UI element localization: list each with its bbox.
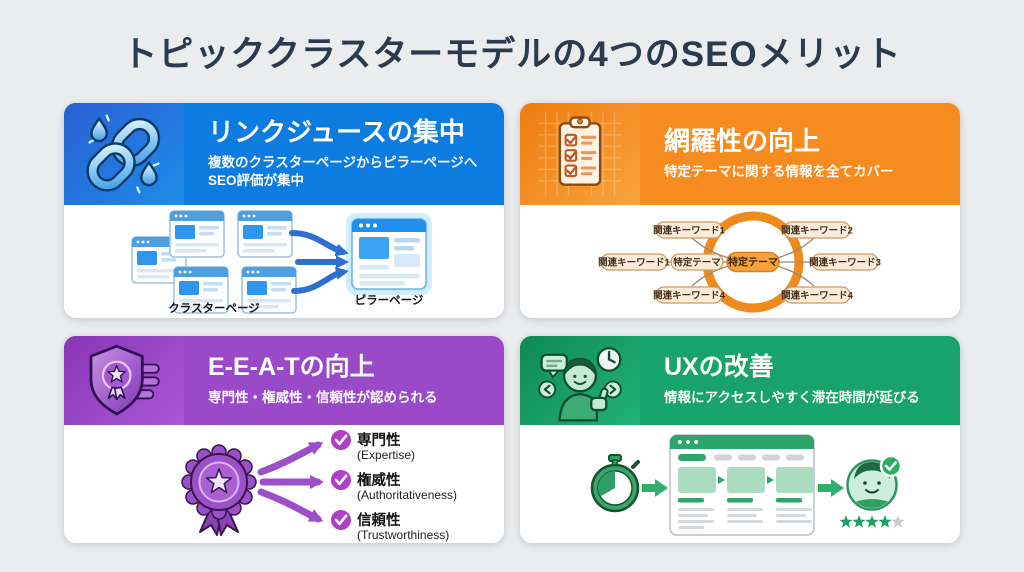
card-ux-header: UXの改善 情報にアクセスしやすく滞在時間が延びる — [520, 336, 960, 425]
shield-award-badge-icon — [64, 336, 184, 425]
page-title: トピッククラスターモデルの4つのSEOメリット — [122, 35, 902, 74]
keyword-nodes: 関連キーワード1 関連キーワード2 関連キーワード1 関連キーワード3 関連キー… — [598, 221, 881, 304]
svg-text:専門性: 専門性 — [357, 431, 401, 449]
card-coverage: 網羅性の向上 特定テーマに関する情報を全てカバー 関連キーワード1 — [520, 103, 960, 318]
card-coverage-header: 網羅性の向上 特定テーマに関する情報を全てカバー — [520, 103, 960, 205]
card-ux-title: UXの改善 — [664, 353, 774, 382]
award-ribbon-badge — [181, 444, 257, 536]
check-icon — [334, 434, 348, 446]
card-coverage-title: 網羅性の向上 — [664, 126, 821, 157]
link-flow-arrows — [289, 230, 349, 294]
check-icon — [334, 514, 348, 526]
check-icon — [334, 474, 348, 486]
card-coverage-subtitle: 特定テーマに関する情報を全てカバー — [664, 163, 894, 179]
chevron-left-icon — [538, 380, 557, 398]
card-eeat-header: E-E-A-Tの向上 専門性・権威性・信頼性が認められる — [64, 336, 504, 425]
link-juice-diagram: クラスターページ ピラーページ — [64, 205, 504, 318]
svg-text:(Trustworthiness): (Trustworthiness) — [357, 528, 449, 542]
pillar-page-label: ピラーページ — [355, 294, 424, 307]
cluster-pages-label: クラスターページ — [168, 301, 260, 315]
card-link-juice-subtitle: 複数のクラスターページからピラーページへSEO評価が集中 — [208, 154, 478, 188]
ux-diagram — [520, 425, 960, 543]
stopwatch-icon — [590, 454, 640, 513]
card-ux-subtitle: 情報にアクセスしやすく滞在時間が延びる — [664, 389, 920, 405]
card-eeat-title: E-E-A-Tの向上 — [208, 353, 375, 382]
svg-text:特定テーマ: 特定テーマ — [728, 256, 778, 269]
keyword-node: 関連キーワード3 — [809, 257, 881, 269]
eeat-arrows — [257, 441, 324, 523]
svg-text:(Expertise): (Expertise) — [357, 448, 415, 462]
eeat-item-trustworthiness: 信頼性 (Trustworthiness) — [331, 510, 449, 542]
card-ux: UXの改善 情報にアクセスしやすく滞在時間が延びる — [520, 336, 960, 543]
speech-bubble-icon — [540, 353, 569, 379]
eeat-item-expertise: 専門性 (Expertise) — [331, 430, 415, 462]
keyword-node: 関連キーワード2 — [781, 225, 853, 237]
flow-arrow — [642, 479, 668, 497]
cluster-page-windows — [131, 210, 297, 314]
svg-text:信頼性: 信頼性 — [357, 511, 401, 529]
eeat-diagram: 専門性 (Expertise) 権威性 (Authoritativeness) … — [64, 425, 504, 543]
check-badge-icon — [879, 454, 903, 478]
keyword-node: 関連キーワード4 — [781, 290, 854, 302]
coverage-diagram: 関連キーワード1 関連キーワード2 関連キーワード1 関連キーワード3 関連キー… — [520, 205, 960, 318]
keyword-node: 関連キーワード1 — [598, 257, 671, 269]
star-rating — [839, 515, 905, 528]
happy-user-thumbs-up-icon — [520, 336, 640, 425]
svg-text:特定テーマ: 特定テーマ — [673, 257, 721, 269]
card-eeat: E-E-A-Tの向上 専門性・権威性・信頼性が認められる — [64, 336, 504, 543]
card-link-juice-title: リンクジュースの集中 — [208, 116, 465, 147]
eeat-item-authoritativeness: 権威性 (Authoritativeness) — [331, 470, 457, 502]
svg-text:(Authoritativeness): (Authoritativeness) — [357, 488, 457, 502]
theme-node-secondary: 特定テーマ — [670, 253, 724, 271]
theme-node-center: 特定テーマ — [726, 251, 780, 273]
card-link-juice-header: リンクジュースの集中 複数のクラスターページからピラーページへSEO評価が集中 — [64, 103, 504, 205]
browser-window — [669, 434, 815, 536]
chain-link-water-drops-icon — [64, 103, 184, 205]
satisfied-user-avatar — [846, 454, 903, 511]
flow-arrow — [818, 479, 844, 497]
clipboard-checklist-icon — [520, 103, 640, 205]
clock-icon — [596, 346, 622, 372]
card-link-juice: リンクジュースの集中 複数のクラスターページからピラーページへSEO評価が集中 — [64, 103, 504, 318]
keyword-node: 関連キーワード4 — [653, 290, 726, 302]
card-eeat-subtitle: 専門性・権威性・信頼性が認められる — [208, 389, 438, 405]
pillar-page-window — [346, 213, 432, 295]
svg-text:権威性: 権威性 — [357, 471, 401, 489]
keyword-node: 関連キーワード1 — [653, 225, 726, 237]
